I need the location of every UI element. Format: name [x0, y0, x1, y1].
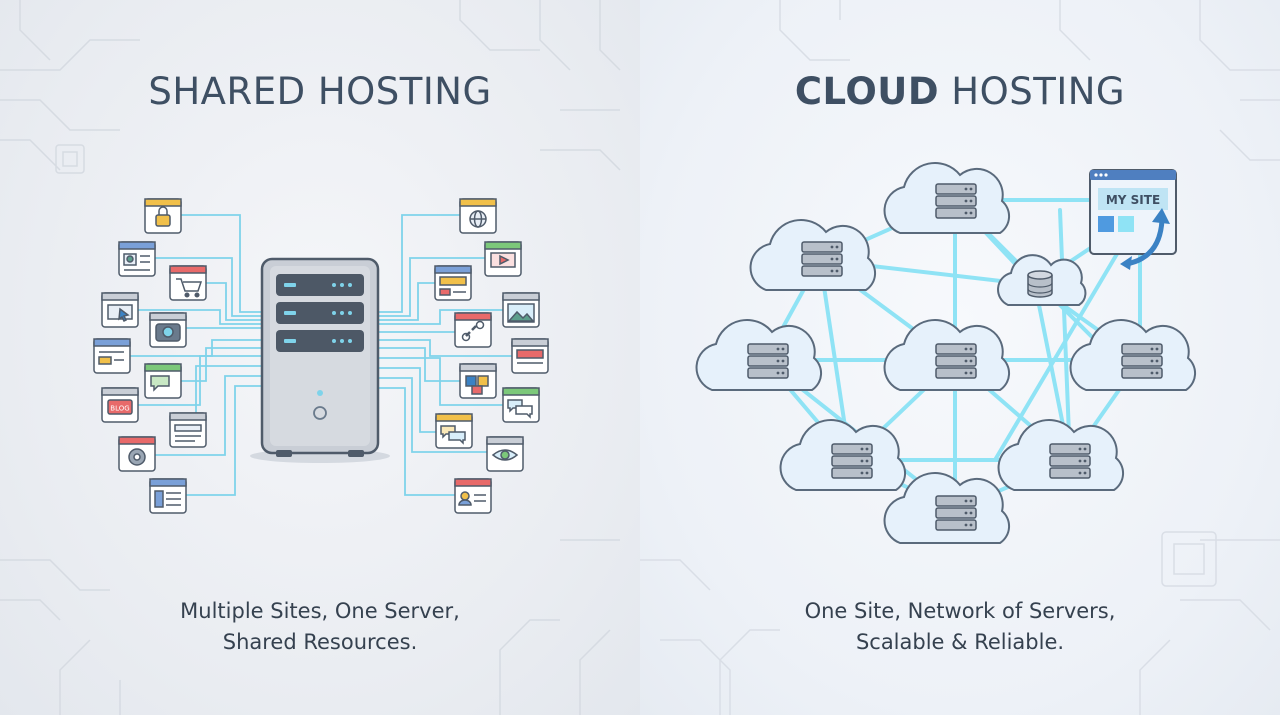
form-icon [93, 338, 131, 374]
shared-caption-line-2: Shared Resources. [222, 630, 418, 654]
profile-icon [454, 478, 492, 514]
globe-icon [459, 198, 497, 234]
chat-bubbles-icon [435, 413, 473, 449]
cloud-server-lower-right [997, 418, 1125, 491]
shared-hosting-panel: BLOG [0, 0, 640, 715]
shared-caption-line-1: Multiple Sites, One Server, [180, 599, 460, 623]
browser-cursor-icon [101, 292, 139, 328]
cloud-caption-line-2: Scalable & Reliable. [855, 630, 1065, 654]
cloud-hosting-panel: MY SITE CLOUD HOSTING One Site, Network … [640, 0, 1280, 715]
shared-hosting-title: SHARED HOSTING [148, 70, 492, 113]
blog-label: BLOG [110, 405, 129, 413]
circuit-decoration-right [640, 0, 1280, 715]
cloud-hosting-title: CLOUD HOSTING [640, 70, 1280, 113]
puzzle-icon [459, 363, 497, 399]
banner-icon [511, 338, 549, 374]
shared-hosting-diagram: BLOG [0, 0, 621, 715]
eye-icon [486, 436, 524, 472]
video-icon [484, 241, 522, 277]
cart-icon [169, 265, 207, 301]
cloud-hosting-caption: One Site, Network of Servers, Scalable &… [640, 596, 1280, 658]
cloud-server-lower-left [779, 418, 907, 491]
article-icon [149, 478, 187, 514]
chip-icon-right [1161, 531, 1217, 587]
camera-icon [149, 312, 187, 348]
gear-icon [118, 436, 156, 472]
shared-hosting-caption: Multiple Sites, One Server, Shared Resou… [0, 596, 640, 658]
image-icon [502, 292, 540, 328]
site-icons: BLOG [93, 198, 549, 514]
my-site-label: MY SITE [1106, 193, 1160, 207]
database-icon [1027, 270, 1053, 298]
upload-arrow-icon [1123, 217, 1165, 267]
blog-icon: BLOG [101, 387, 139, 423]
link-icon [454, 312, 492, 348]
cloud-server-left [695, 318, 823, 391]
cloud-server-right [1069, 318, 1197, 391]
cloud-server-upper-left [749, 218, 877, 291]
cloud-hosting-diagram: MY SITE [640, 0, 1280, 715]
lock-icon [144, 198, 182, 234]
cloud-server-center [883, 318, 1011, 391]
cloud-server-top [883, 161, 1011, 234]
messages-icon [502, 387, 540, 423]
circuit-decoration [0, 0, 621, 715]
my-site-window: MY SITE [1089, 169, 1177, 270]
layout-icon [434, 265, 472, 301]
cloud-title-bold: CLOUD [794, 70, 940, 113]
cloud-caption-line-1: One Site, Network of Servers, [804, 599, 1116, 623]
id-card-icon [118, 241, 156, 277]
chip-icon [55, 144, 85, 174]
server-wires [130, 214, 512, 496]
chat-icon [144, 363, 182, 399]
server-tower [250, 257, 390, 463]
database-cloud [997, 254, 1087, 306]
cloud-title-rest: HOSTING [939, 70, 1126, 113]
document-icon [169, 412, 207, 448]
